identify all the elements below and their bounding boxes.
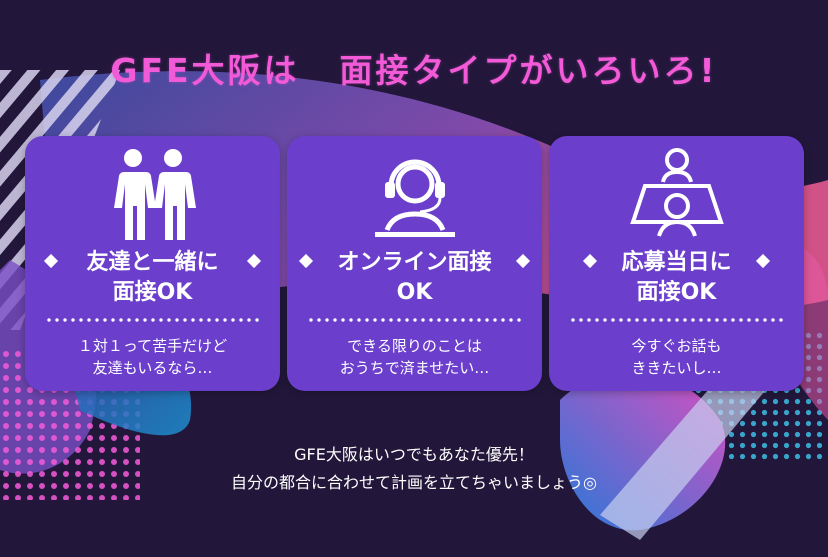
- card-same-day-interview: 応募当日に 面接OK 今すぐお話も ききたいし…: [549, 136, 804, 391]
- headline-right: 面接タイプがいろいろ!: [339, 51, 718, 90]
- card-online-interview: オンライン面接 OK できる限りのことは おうちで済ませたい…: [287, 136, 542, 391]
- two-people-icon: [25, 146, 280, 246]
- card-description: できる限りのことは おうちで済ませたい…: [339, 337, 490, 377]
- card-description: １対１って苦手だけど 友達もいるなら…: [77, 337, 228, 377]
- card-title: 友達と一緒に 面接OK: [86, 250, 219, 305]
- dotted-divider: [569, 318, 784, 322]
- dotted-divider: [307, 318, 522, 322]
- dotted-divider: [45, 318, 260, 322]
- card-description: 今すぐお話も ききたいし…: [631, 337, 722, 377]
- footer-message: GFE大阪はいつでもあなた優先！ 自分の都合に合わせて計画を立てちゃいましょう◎: [0, 441, 828, 497]
- card-title: 応募当日に 面接OK: [621, 250, 732, 305]
- card-title: オンライン面接 OK: [337, 250, 492, 305]
- headline-left: GFE大阪は: [110, 51, 300, 90]
- footer-line-2: 自分の都合に合わせて計画を立てちゃいましょう◎: [231, 473, 597, 492]
- interview-desk-icon: [549, 146, 804, 246]
- card-with-friend: 友達と一緒に 面接OK １対１って苦手だけど 友達もいるなら…: [25, 136, 280, 391]
- headline: GFE大阪は面接タイプがいろいろ!: [0, 44, 828, 92]
- footer-line-1: GFE大阪はいつでもあなた優先！: [294, 445, 534, 464]
- headset-operator-icon: [287, 146, 542, 246]
